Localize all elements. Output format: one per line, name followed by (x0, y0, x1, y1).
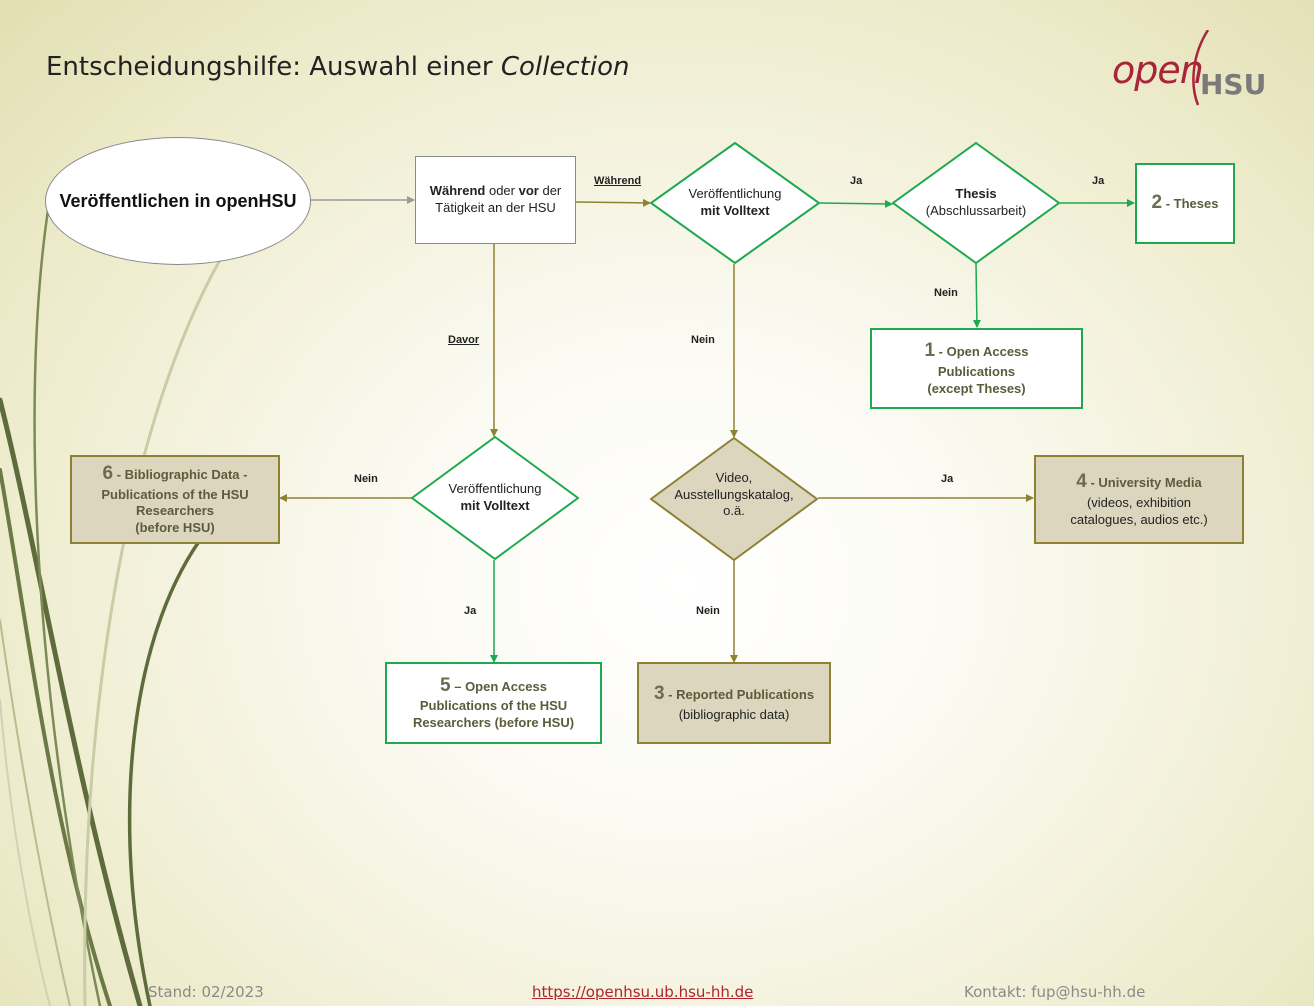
edge-label-nein-fulltext-before: Nein (354, 473, 378, 485)
result-university-media-box: 4 - University Media (videos, exhibition… (1034, 455, 1244, 544)
bib-line2: Publications of the HSU (101, 486, 249, 502)
edge-label-ja-media: Ja (941, 473, 954, 485)
edge-label-davor: Davor (448, 334, 480, 346)
diamond-thesis: Thesis (Abschlussarbeit) (892, 142, 1060, 264)
result-open-access-box: 1 - Open Access Publications (except The… (870, 328, 1083, 409)
oa-before-label: – Open Access (450, 678, 547, 694)
diamond-media-line2: Ausstellungskatalog, (674, 486, 794, 502)
univ-line3: catalogues, audios etc.) (1070, 511, 1208, 527)
diamond-fulltext-during-line2: mit Volltext (700, 203, 770, 218)
oa-before-line2: Publications of the HSU (419, 698, 568, 714)
diamond-media: Video, Ausstellungskatalog, o.ä. (650, 437, 818, 561)
univ-label: - University Media (1086, 475, 1202, 491)
diamond-fulltext-before-line1: Veröffentlichung (448, 481, 542, 497)
diamond-fulltext-before: Veröffentlichung mit Volltext (411, 436, 579, 560)
time-rest: der Tätigkeit an der HSU (435, 183, 562, 215)
page-title: Entscheidungshilfe: Auswahl einer Collec… (46, 52, 630, 82)
footer-stand: Stand: 02/2023 (148, 983, 264, 1001)
theses-label: - Theses (1162, 196, 1219, 212)
edge-label-ja-fulltext-before: Ja (464, 605, 477, 617)
univ-line2: (videos, exhibition (1086, 494, 1192, 510)
oa-number: 1 (924, 340, 936, 362)
time-mid: oder (485, 183, 519, 199)
oa-line3: (except Theses) (927, 380, 1026, 396)
edge-label-ja-thesis: Ja (1092, 175, 1105, 187)
univ-number: 4 (1076, 471, 1087, 493)
diamond-thesis-line2: (Abschlussarbeit) (925, 203, 1027, 218)
oa-before-number: 5 (440, 674, 451, 696)
oa-label: - Open Access (935, 344, 1029, 360)
footer-kontakt: Kontakt: fup@hsu-hh.de (964, 983, 1146, 1001)
diamond-thesis-line1: Thesis (955, 186, 997, 202)
edge-label-ja-fulltext: Ja (850, 175, 863, 187)
bib-label: - Bibliographic Data - (113, 466, 248, 482)
start-node: Veröffentlichen in openHSU (45, 137, 311, 265)
edge-label-waehrend: Während (594, 175, 642, 187)
bib-line3: Researchers (135, 503, 215, 519)
result-oa-before-box: 5 – Open Access Publications of the HSU … (385, 662, 602, 744)
bib-number: 6 (102, 462, 114, 484)
diamond-fulltext-before-line2: mit Volltext (460, 498, 530, 513)
result-bibliographic-box: 6 - Bibliographic Data - Publications of… (70, 455, 280, 544)
start-label: Veröffentlichen in openHSU (59, 190, 297, 211)
time-bold-vor: vor (518, 183, 539, 199)
edge-label-nein-fulltext: Nein (691, 334, 715, 346)
openhsu-logo: open HSU (1108, 30, 1268, 110)
oa-line2: Publications (937, 363, 1016, 379)
reported-number: 3 (653, 683, 665, 705)
diamond-fulltext-during-line1: Veröffentlichung (688, 186, 782, 202)
reported-label: - Reported Publications (664, 687, 815, 703)
reported-line2: (bibliographic data) (678, 706, 790, 722)
time-bold-waehrend: Während (429, 183, 486, 199)
bib-line4: (before HSU) (135, 520, 215, 536)
result-theses-box: 2 - Theses (1135, 163, 1235, 244)
edge-label-nein-thesis: Nein (934, 287, 958, 299)
oa-before-line3: Researchers (before HSU) (412, 715, 575, 731)
result-reported-box: 3 - Reported Publications (bibliographic… (637, 662, 831, 744)
time-decision-box: Während oder vor der Tätigkeit an der HS… (415, 156, 576, 244)
diamond-media-line3: o.ä. (723, 503, 745, 519)
edge-label-nein-media: Nein (696, 605, 720, 617)
diamond-media-line1: Video, (715, 469, 753, 485)
diamond-fulltext-during: Veröffentlichung mit Volltext (650, 142, 820, 264)
footer-url-link[interactable]: https://openhsu.ub.hsu-hh.de (532, 983, 754, 1001)
theses-number: 2 (1151, 192, 1163, 214)
